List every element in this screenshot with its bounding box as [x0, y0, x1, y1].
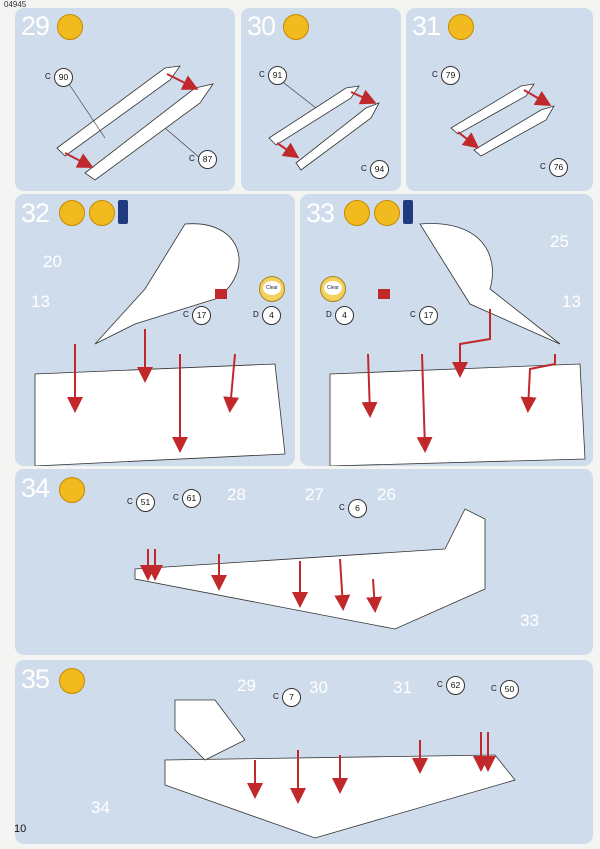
brush-glue-icon: [89, 200, 115, 226]
step-34-number: 34: [21, 473, 50, 503]
paint-tin-icon: [118, 200, 128, 224]
part-label-13: 13: [31, 292, 50, 311]
part-label-29: 29: [237, 676, 256, 695]
paint-tin-icon: [403, 200, 413, 224]
glue-icon: [448, 14, 474, 40]
clear-glue-icon: Clear: [320, 276, 346, 302]
part-label-13: 13: [562, 292, 581, 311]
catalog-code: 04945: [4, 0, 27, 9]
glue-icon: [344, 200, 370, 226]
part-label-30: 30: [309, 678, 328, 697]
part-label-28: 28: [227, 485, 246, 504]
step-34-drawing: [134, 508, 486, 630]
page-number: 10: [14, 823, 27, 835]
step-29-drawing: [56, 65, 214, 181]
glue-icon: [57, 14, 83, 40]
part-label-25: 25: [550, 232, 569, 251]
part-label-27: 27: [305, 485, 324, 504]
part-label-20: 20: [43, 252, 62, 271]
step-35-drawing: [164, 699, 516, 839]
part-label-31: 31: [393, 678, 412, 697]
step-30-number: 30: [247, 11, 276, 41]
glue-icon: [59, 668, 85, 694]
clear-glue-icon: Clear: [259, 276, 285, 302]
step-32-number: 32: [21, 198, 50, 228]
glue-icon: [59, 477, 85, 503]
step-32-drawing: [34, 223, 286, 466]
step-33-number: 33: [306, 198, 335, 228]
part-label-34: 34: [91, 798, 110, 817]
step-35-number: 35: [21, 664, 50, 694]
step-31-number: 31: [412, 11, 441, 41]
step-33-drawing: [329, 223, 586, 466]
step-31-drawing: [450, 83, 555, 157]
glue-icon: [59, 200, 85, 226]
part-label-26: 26: [377, 485, 396, 504]
brush-glue-icon: [374, 200, 400, 226]
glue-icon: [283, 14, 309, 40]
step-29-number: 29: [21, 11, 50, 41]
part-label-33: 33: [520, 611, 539, 630]
